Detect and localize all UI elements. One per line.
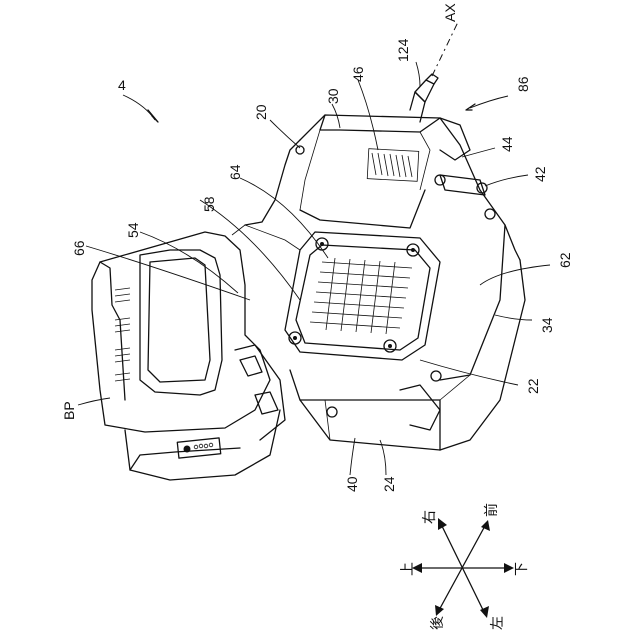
label-62: 62 — [557, 252, 573, 268]
label-AX: AX — [442, 3, 458, 22]
direction-compass: 右 前 上 下 後 左 — [400, 503, 530, 630]
label-40: 40 — [344, 476, 360, 492]
axis-line-AX — [432, 22, 458, 76]
label-58: 58 — [201, 196, 217, 212]
grille-slats — [310, 258, 412, 334]
battery-pack-BP — [92, 232, 285, 480]
label-22: 22 — [525, 378, 541, 394]
arrow-down — [504, 563, 514, 573]
label-20: 20 — [253, 104, 269, 120]
cover-screws — [289, 238, 419, 352]
grille-cover — [232, 225, 440, 360]
dir-left: 左 — [490, 616, 506, 630]
leader-lines — [78, 62, 550, 475]
dir-rear: 後 — [430, 616, 446, 630]
label-66: 66 — [71, 240, 87, 256]
dir-front: 前 — [483, 503, 500, 517]
label-30: 30 — [325, 88, 341, 104]
arrow-rear — [435, 605, 444, 616]
label-64: 64 — [227, 164, 243, 180]
label-44: 44 — [499, 136, 515, 152]
label-34: 34 — [539, 317, 555, 333]
label-46: 46 — [350, 66, 366, 82]
top-vent-slots — [367, 149, 419, 182]
label-42: 42 — [532, 166, 548, 182]
shaft-124 — [410, 74, 438, 122]
dir-up: 上 — [400, 562, 416, 576]
label-4: 4 — [118, 77, 126, 93]
label-24: 24 — [381, 476, 397, 492]
dir-right: 右 — [422, 510, 438, 524]
dir-down: 下 — [514, 562, 530, 576]
label-124: 124 — [395, 38, 411, 62]
label-BP: BP — [61, 401, 77, 420]
label-86: 86 — [515, 76, 531, 92]
knob-42 — [435, 175, 487, 195]
battery-indicator-dots — [194, 443, 213, 449]
label-54: 54 — [125, 222, 141, 238]
